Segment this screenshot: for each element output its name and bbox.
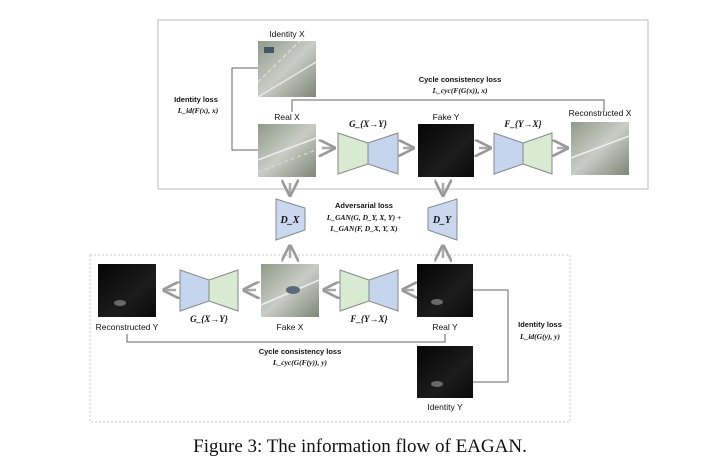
bottom-panel-frame [89, 254, 571, 423]
adversarial-loss-line1: L_GAN(G, D_Y, X, Y) + [326, 213, 401, 222]
real-y-label: Real Y [432, 322, 458, 332]
cycle-loss-bracket-bottom [126, 334, 446, 343]
f-label-top: F_{Y→X} [503, 119, 542, 129]
discriminator-dx [275, 198, 306, 241]
generator-g-bottom [179, 269, 239, 312]
figure-caption: Figure 3: The information flow of EAGAN. [193, 436, 527, 457]
fake-x-label: Fake X [277, 322, 304, 332]
adversarial-loss-title: Adversarial loss [335, 201, 393, 210]
identity-loss-title-top: Identity loss [174, 95, 218, 104]
generator-f-top [493, 132, 553, 175]
reconstructed-y-image [98, 264, 156, 317]
real-y-headlight [431, 299, 443, 305]
identity-loss-title-bottom: Identity loss [518, 320, 562, 329]
real-x-image [257, 124, 317, 177]
identity-x-image [257, 40, 317, 98]
fake-y-image [418, 124, 474, 177]
dy-label: D_Y [432, 215, 452, 226]
cycle-loss-title-bottom: Cycle consistency loss [259, 347, 342, 356]
identity-loss-formula-bottom: L_id(G(y), y) [519, 332, 560, 341]
cycle-loss-bracket-top [291, 99, 605, 112]
identity-y-headlight [431, 381, 443, 387]
cycle-loss-title-top: Cycle consistency loss [419, 75, 502, 84]
discriminator-dy [427, 198, 458, 241]
generator-f-bottom [339, 269, 399, 312]
dx-label: D_X [280, 215, 300, 226]
top-panel-frame [157, 19, 649, 190]
adversarial-loss-line2: L_GAN(F, D_X, Y, X) [329, 224, 398, 233]
identity-loss-bracket-top [231, 67, 258, 151]
g-label-bottom: G_{X→Y} [190, 314, 229, 324]
identity-x-label: Identity X [269, 29, 305, 39]
real-x-label: Real X [274, 112, 300, 122]
reconstructed-x-label: Reconstructed X [569, 108, 632, 118]
fake-y-label: Fake Y [433, 112, 460, 122]
identity-loss-bracket-bottom [473, 289, 509, 383]
g-label-top: G_{X→Y} [349, 119, 388, 129]
cycle-loss-formula-bottom: L_cyc(G(F(y)), y) [272, 358, 328, 367]
f-label-bottom: F_{Y→X} [349, 314, 388, 324]
identity-loss-formula-top: L_id(F(x), x) [177, 106, 219, 115]
identity-y-image [417, 346, 473, 398]
fake-x-image [260, 264, 320, 317]
reconstructed-y-headlight [114, 300, 126, 306]
cycle-loss-formula-top: L_cyc(F(G(x)), x) [432, 86, 488, 95]
real-y-image [417, 264, 473, 317]
generator-g-top [337, 132, 399, 175]
reconstructed-y-label: Reconstructed Y [96, 322, 159, 332]
identity-y-label: Identity Y [427, 402, 463, 412]
reconstructed-x-image [570, 122, 630, 175]
